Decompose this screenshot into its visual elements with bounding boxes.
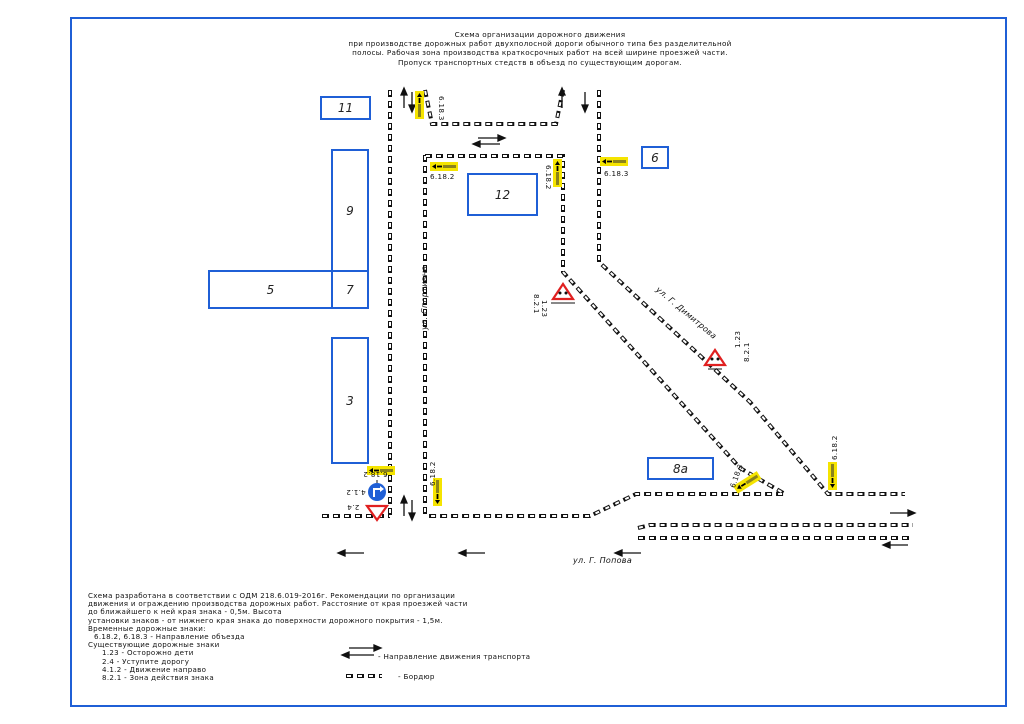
building-6: 6 [641,146,669,169]
sign-code-6183-b: 6.18.3 [437,96,446,121]
sign-code-6182-c: 6.18.2 [428,461,437,486]
building-12: 12 [467,173,538,216]
sign-code-24: 2.4 [347,503,360,512]
detour-signs [367,91,837,506]
children-sign-2 [702,348,728,370]
building-9: 9 [331,149,369,272]
sheet-frame [70,17,1007,707]
sign-code-6182-b: 6.18.2 [363,470,388,479]
detour-sign-6182-e [828,462,837,490]
children-sign-1 [550,282,576,304]
sign-code-821-a: 8.2.1 [532,294,541,314]
sign-code-412: 4.1.2 [346,488,366,497]
legend-symbols [340,644,383,678]
sign-code-123-a: 1.23 [540,300,549,318]
sign-code-6183-a: 6.18.3 [604,169,629,178]
detour-sign-6183-a [600,157,628,166]
legend-traffic-label: - Направление движения транспорта [378,652,531,661]
detour-sign-6182-a [430,162,458,171]
turn-right-sign [368,480,386,501]
building-7: 7 [331,270,369,309]
sign-code-6182-e: 6.18.2 [830,435,839,460]
curb-north-loop [423,89,565,126]
traffic-arrows [336,86,917,557]
detour-sign-6183-b [415,91,424,119]
scheme-title: Схема организации дорожного движения при… [348,30,732,67]
sign-code-821-b: 8.2.1 [742,342,751,362]
curbs [322,89,913,540]
give-way-sign [364,504,390,522]
scheme-notes: Схема разработана в соответствии с ОДМ 2… [88,591,468,683]
sign-code-6182-d: 6.18.2 [544,165,553,190]
building-3: 3 [331,337,369,464]
street-popova-label: ул. Г. Попова [573,556,633,565]
legend-curb-label: - Бордюр [398,672,435,681]
sign-code-123-b: 1.23 [733,330,742,348]
building-5: 5 [208,270,333,309]
street-sportivnaya-label: ул. Спортивна [420,265,429,330]
building-11: 11 [320,96,371,120]
detour-sign-6182-d [553,159,562,187]
building-8a: 8а [647,457,714,480]
sign-code-6182-a: 6.18.2 [430,172,455,181]
